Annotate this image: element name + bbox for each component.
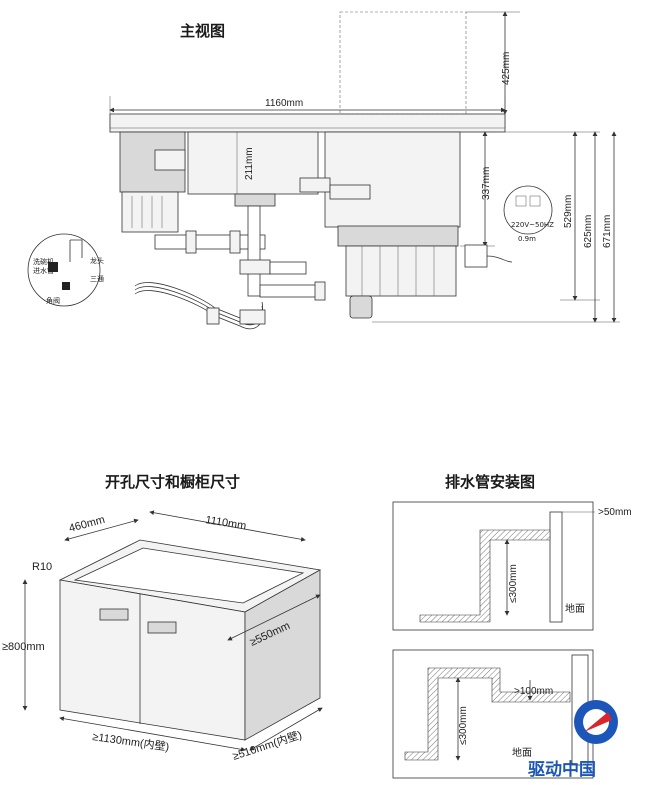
dim-1110: 1110mm — [205, 514, 248, 532]
dishwasher-tray — [337, 225, 459, 247]
dim-425: 425mm — [501, 52, 512, 85]
angle-valve-label: 角阀 — [46, 296, 60, 305]
dim-50: >50mm — [598, 507, 632, 518]
dim-300b: ≤300mm — [458, 706, 469, 745]
inlet-label-1: 洗碗机 — [33, 257, 54, 266]
watermark: 驱动中国 — [528, 700, 618, 780]
cord-length-label: 0.9m — [518, 235, 536, 243]
standpipe-top — [549, 511, 563, 623]
dim-337: 337mm — [481, 167, 492, 200]
tee-label: 三通 — [90, 274, 104, 283]
sink-basin — [187, 131, 319, 195]
dishwasher-pump — [345, 245, 457, 297]
left-pump — [121, 191, 179, 233]
dim-800: ≥800mm — [2, 641, 45, 653]
dim-671: 671mm — [602, 215, 613, 248]
cabinet-view-title: 开孔尺寸和橱柜尺寸 — [105, 473, 240, 491]
handle-right — [147, 621, 177, 634]
hose-top — [419, 529, 551, 623]
dim-300a: ≤300mm — [508, 564, 519, 603]
drain-strainer — [234, 193, 276, 207]
drain-view-title: 排水管安装图 — [445, 473, 535, 491]
power-label: 220V~50HZ — [511, 221, 554, 229]
front-view-title: 主视图 — [180, 22, 225, 40]
floor-label-top: 地面 — [565, 602, 585, 615]
countertop-panel — [109, 113, 506, 133]
faucet-label: 龙头 — [90, 256, 104, 265]
dim-211: 211mm — [244, 147, 255, 180]
wall-socket — [464, 244, 488, 268]
drain-panel-top — [392, 501, 594, 631]
hose-bottom — [404, 667, 571, 761]
dim-460: 460mm — [68, 514, 107, 535]
dim-r10: R10 — [32, 561, 52, 573]
lid-outline — [339, 11, 467, 115]
dim-529: 529mm — [563, 195, 574, 228]
dishwasher-body — [324, 131, 461, 228]
front-view: 主视图 425mm 1160mm 211mm — [27, 11, 620, 330]
inlet-label-2: 进水管 — [33, 266, 54, 275]
watermark-text: 驱动中国 — [528, 759, 596, 780]
drain-trap — [349, 295, 373, 319]
dim-1130: ≥1130mm(内壁) — [92, 729, 171, 754]
cutout-opening — [73, 547, 305, 604]
dim-100: >100mm — [514, 686, 553, 697]
plumbing — [134, 205, 326, 330]
dim-1160: 1160mm — [265, 98, 303, 109]
floor-label-bottom: 地面 — [512, 746, 532, 759]
cabinet-view: 开孔尺寸和橱柜尺寸 460mm 1110mm R10 ≥800mm ≥550mm… — [2, 473, 323, 763]
dim-625: 625mm — [583, 215, 594, 248]
handle-left — [99, 608, 129, 621]
